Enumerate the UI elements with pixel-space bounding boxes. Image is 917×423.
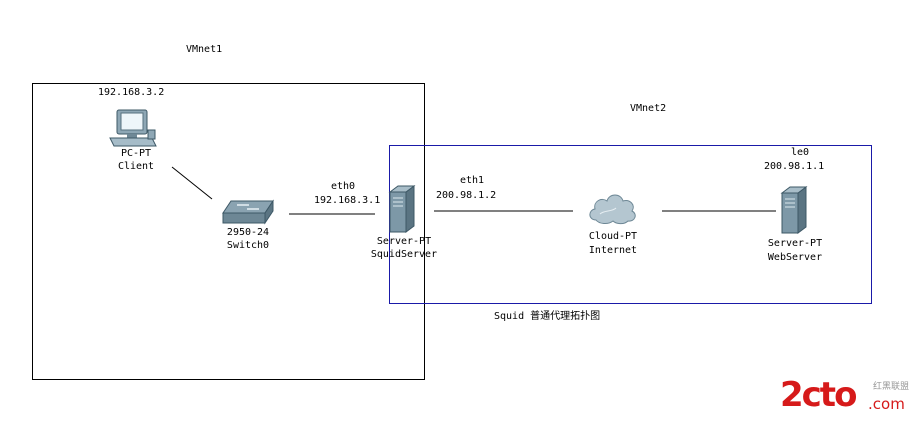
cloud-icon[interactable]	[586, 190, 638, 226]
server-icon[interactable]	[779, 185, 809, 235]
squid-model-label: Server-PT	[376, 236, 432, 247]
watermark-logo: 2cto 红黑联盟 .com	[780, 375, 915, 417]
switch-name-label: Switch0	[226, 240, 270, 251]
cloud-name-label: Internet	[588, 245, 638, 256]
web-model-label: Server-PT	[767, 238, 823, 249]
diagram-caption: Squid 普通代理拓扑图	[494, 311, 601, 322]
eth1-ip-label: 200.98.1.2	[436, 190, 497, 201]
web-name-label: WebServer	[767, 252, 823, 263]
client-name-label: Client	[117, 161, 155, 172]
squid-name-label: SquidServer	[370, 249, 438, 260]
web-iface-label: le0	[791, 147, 810, 158]
watermark-text: 2cto	[780, 375, 857, 415]
eth0-ip-label: 192.168.3.1	[314, 195, 381, 206]
switch-icon[interactable]	[221, 199, 275, 225]
vmnet1-label: VMnet1	[186, 44, 223, 55]
client-model-label: PC-PT	[120, 148, 152, 159]
vmnet1-boundary	[32, 83, 425, 380]
vmnet2-label: VMnet2	[630, 103, 667, 114]
eth0-label: eth0	[331, 181, 356, 192]
web-ip-label: 200.98.1.1	[764, 161, 825, 172]
client-ip-label: 192.168.3.2	[98, 87, 165, 98]
switch-model-label: 2950-24	[226, 227, 270, 238]
link-client-switch	[171, 166, 213, 200]
pc-icon[interactable]	[108, 108, 158, 148]
watermark-tagline: 红黑联盟	[873, 382, 910, 392]
eth1-label: eth1	[460, 175, 485, 186]
server-icon[interactable]	[387, 184, 417, 234]
watermark-suffix: .com	[868, 395, 905, 413]
cloud-model-label: Cloud-PT	[588, 231, 638, 242]
